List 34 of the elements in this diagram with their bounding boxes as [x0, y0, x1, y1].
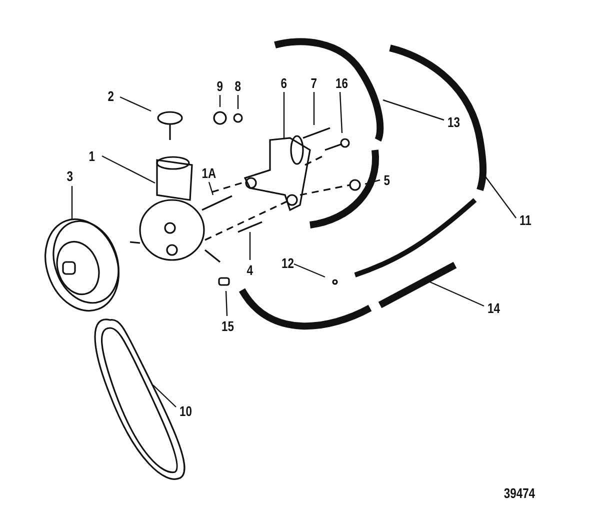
callout-number: 4 [246, 262, 254, 278]
leader-line [283, 92, 285, 138]
leader-line [339, 92, 343, 134]
callout-number: 15 [222, 318, 234, 334]
leader-line [430, 281, 484, 307]
callout-number: 10 [180, 403, 192, 419]
callout-number: 16 [336, 75, 348, 91]
leader-line [102, 155, 156, 184]
callout-number: 14 [488, 300, 500, 316]
leader-line [364, 179, 380, 185]
leader-line [71, 186, 73, 220]
callout-number: 6 [280, 75, 288, 91]
leader-line [382, 99, 444, 121]
callout-number: 8 [234, 78, 242, 94]
callout-number: 9 [216, 78, 224, 94]
drawing-number: 39474 [504, 485, 536, 501]
callout-number: 11 [519, 212, 532, 228]
callout-number: 2 [108, 88, 114, 104]
leader-line [208, 182, 214, 196]
leader-line [294, 263, 326, 278]
leader-line [152, 384, 176, 408]
leader-line [249, 232, 251, 260]
leader-line [237, 95, 239, 109]
leader-line [120, 96, 152, 112]
leader-line [313, 92, 315, 125]
callout-number: 12 [282, 255, 294, 271]
callout-number: 13 [448, 114, 460, 130]
callout-number: 3 [66, 168, 74, 184]
callout-number: 7 [310, 75, 318, 91]
callout-number: 1 [88, 148, 96, 164]
leader-line [219, 95, 221, 107]
leader-line [225, 290, 228, 316]
callout-number: 5 [384, 172, 390, 188]
callout-number: 1A [202, 165, 216, 181]
